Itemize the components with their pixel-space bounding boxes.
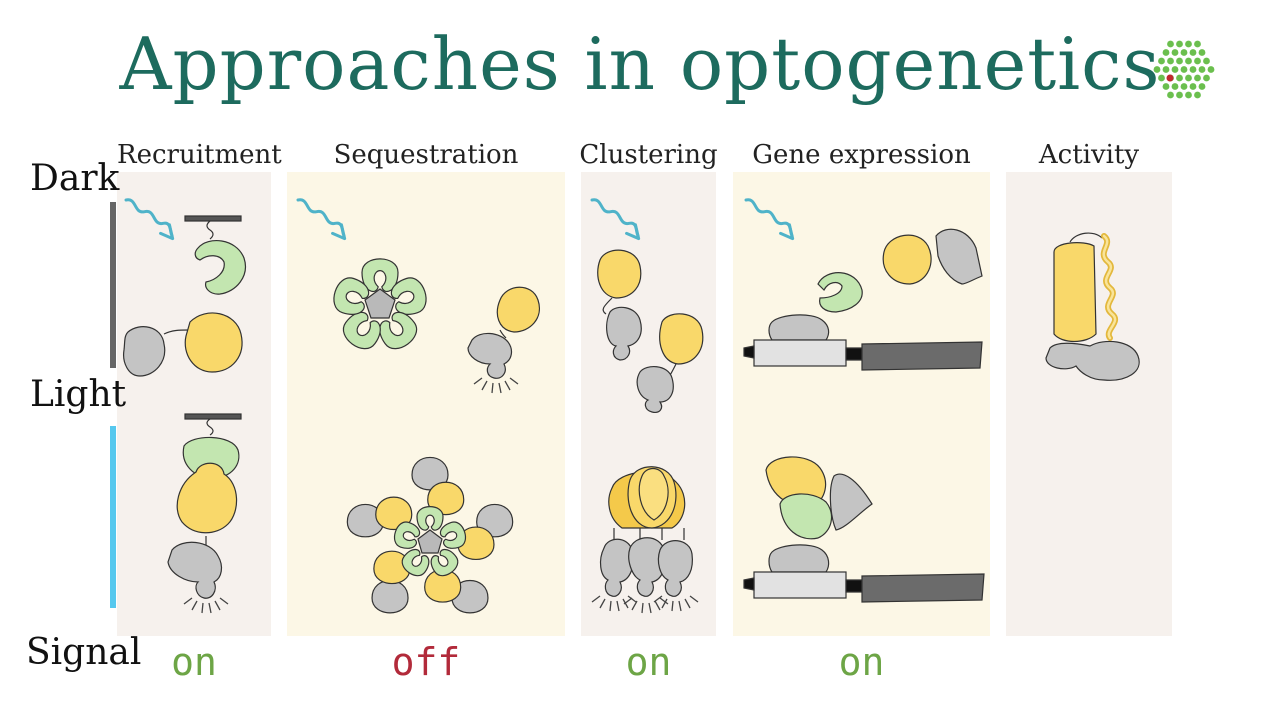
column-title-activity: Activity: [1038, 140, 1140, 170]
light-wave-icon: [585, 196, 646, 242]
logo-dot: [1185, 57, 1192, 65]
logo-dot: [1185, 40, 1192, 48]
column-title-recruitment: Recruitment: [117, 140, 282, 170]
logo-dot: [1198, 66, 1206, 73]
logo-dot: [1203, 57, 1210, 65]
logo-dot: [1189, 49, 1197, 56]
logo-dot: [1180, 49, 1188, 56]
logo-dot: [1194, 40, 1201, 48]
row-label-signal: Signal: [26, 632, 142, 673]
logo-dot: [1194, 91, 1201, 99]
logo-dot: [1162, 49, 1170, 56]
dark-condition-bar: [110, 202, 116, 368]
logo-dot: [1176, 57, 1183, 65]
logo-dot: [1171, 83, 1179, 90]
logo-dot: [1198, 49, 1206, 56]
light-wave-icon: [119, 196, 180, 242]
row-label-dark: Dark: [30, 158, 120, 199]
logo-dot: [1194, 57, 1201, 65]
logo-dot: [1176, 91, 1183, 99]
column-title-gene-expression: Gene expression: [752, 140, 971, 170]
logo-dot: [1176, 74, 1183, 82]
logo-dot: [1180, 66, 1188, 73]
logo-dot: [1167, 57, 1174, 65]
logo-dot: [1189, 66, 1197, 73]
logo-dot: [1171, 49, 1179, 56]
logo-dot: [1185, 74, 1192, 82]
logo-dot: [1167, 91, 1174, 99]
logo-dot: [1158, 57, 1165, 65]
logo-dot: [1162, 83, 1170, 90]
light-condition-bar: [110, 426, 116, 608]
logo-dot: [1207, 66, 1215, 73]
logo-dot: [1158, 74, 1165, 82]
logo-dot: [1176, 40, 1183, 48]
logo-dot: [1162, 66, 1170, 73]
signal-sequestration: off: [391, 640, 461, 684]
logo-dot: [1194, 74, 1201, 82]
logo-dot: [1153, 66, 1161, 73]
page-title: Approaches in optogenetics: [119, 22, 1161, 106]
logo-dot: [1185, 91, 1192, 99]
column-title-sequestration: Sequestration: [333, 140, 519, 170]
logo-dot: [1167, 40, 1174, 48]
signal-gene-expression: on: [838, 640, 885, 684]
honeycomb-logo-icon: [1153, 40, 1215, 99]
light-wave-icon: [739, 196, 800, 242]
column-title-clustering: Clustering: [579, 140, 718, 170]
logo-dot: [1198, 83, 1206, 90]
logo-dot: [1180, 83, 1188, 90]
signal-recruitment: on: [171, 640, 217, 684]
logo-dot: [1171, 66, 1179, 73]
light-wave-icon: [291, 196, 352, 242]
logo-dot: [1203, 74, 1210, 82]
signal-clustering: on: [625, 640, 672, 684]
logo-dot: [1189, 83, 1197, 90]
row-label-light: Light: [30, 374, 127, 415]
